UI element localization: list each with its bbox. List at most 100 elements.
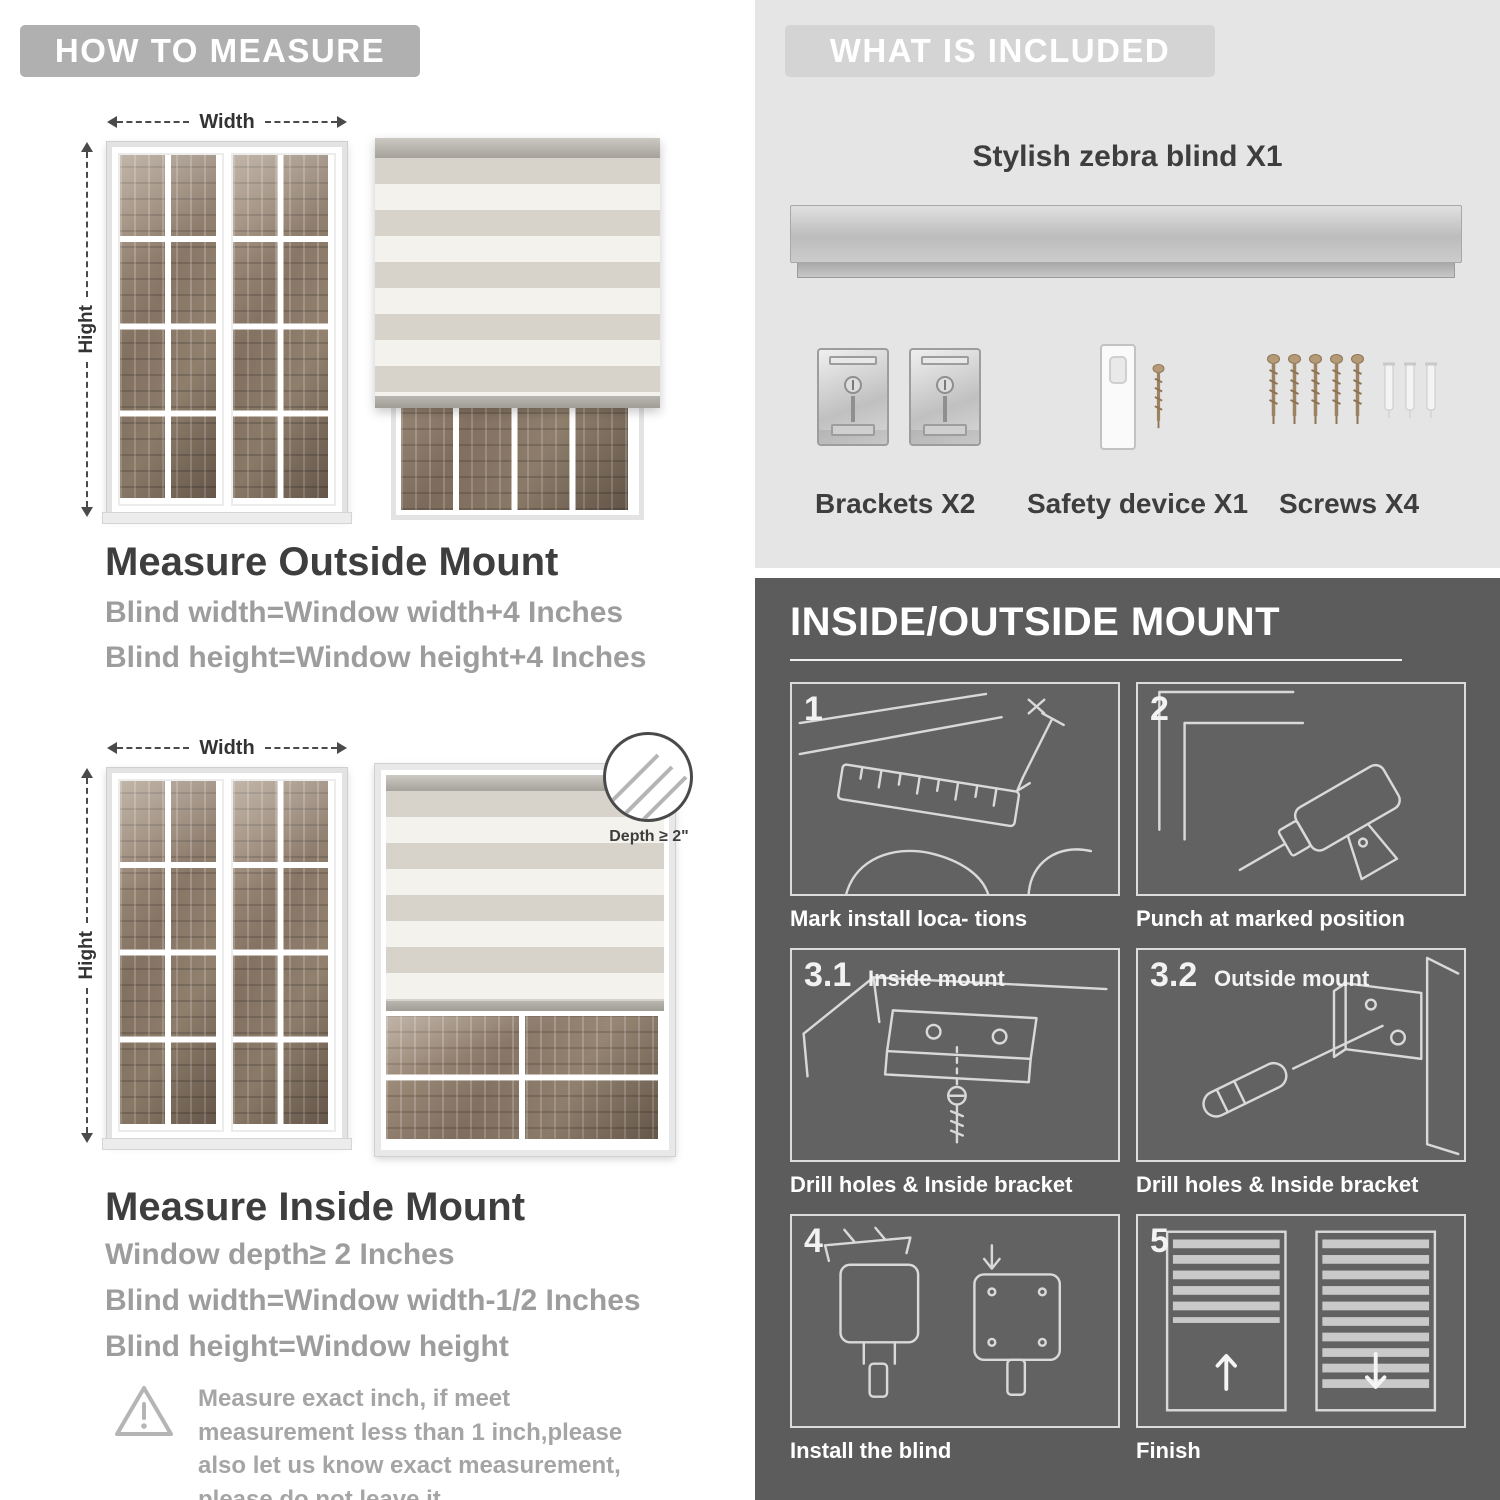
anchor-icon [1425,362,1437,418]
step-caption: Drill holes & Inside bracket [1136,1172,1419,1197]
depth-label: Depth ≥ 2" [609,828,689,845]
step-inner-label: Outside mount [1214,966,1370,991]
window-illustration [102,767,352,1150]
mount-instructions-section: INSIDE/OUTSIDE MOUNT [755,578,1500,1500]
warning-text: Measure exact inch, if meet measurement … [198,1385,623,1500]
step-caption: Mark install loca- tions [790,906,1028,931]
step-number: 4 [804,1222,823,1260]
blind-stripes [386,791,664,1001]
finish-illustration [1165,1230,1437,1412]
blind-stripes [375,158,660,396]
step-number: 5 [1150,1222,1169,1260]
warning-icon [115,1386,173,1436]
zebra-blind-headrail-illustration [790,205,1462,278]
dashed-line [117,121,190,123]
screw-icon [1330,354,1343,424]
height-label: Hight [76,305,97,354]
inside-bracket-illustration [802,976,1108,1144]
step-number: 3.2 [1150,956,1198,994]
inside-mount-rule-depth: Window depth≥ 2 Inches [105,1238,455,1271]
inside-mount-figure: Width Hight [75,718,693,1168]
arrowhead-left-icon [107,116,117,128]
step-number: 1 [804,690,823,728]
window-sash [118,779,224,1132]
screw-icon [1152,364,1165,429]
headrail-lip [797,263,1455,278]
anchor-icon [1404,362,1416,418]
width-label: Width [199,110,255,133]
mount-step-2: 2 Punch at marked position [1136,682,1466,932]
mount-step-1: 1 Mark install loca- tions [790,682,1120,932]
blind-headrail [386,775,664,791]
arrowhead-right-icon [337,742,348,754]
mount-steps-grid: 1 Mark install loca- tions [790,682,1466,1464]
arrowhead-left-icon [107,742,117,754]
what-is-included-banner: WHAT IS INCLUDED [785,25,1215,77]
bracket-icon [909,348,981,446]
step-caption: Install the blind [790,1438,952,1463]
step-number: 2 [1150,690,1169,728]
install-blind-illustration [823,1226,1061,1398]
blind-bottomrail [386,1001,664,1011]
mount-step-5: 5 Finish [1136,1214,1466,1464]
step-panel: 2 [1136,682,1466,896]
bracket-slot [831,424,875,436]
width-arrow-icon: Width [107,110,348,134]
brackets-label: Brackets X2 [815,488,976,519]
step-panel: 4 [790,1214,1120,1428]
window-frame [374,763,676,1157]
zebra-blind-illustration [375,138,660,408]
measure-warning: Measure exact inch, if meet measurement … [112,1382,660,1500]
window-sash [230,779,336,1132]
bracket-shaft [851,396,855,422]
width-arrow-icon: Width [107,736,348,760]
window-sash [118,153,224,506]
bracket-tab [921,356,969,365]
window-panes [386,1016,664,1145]
outside-mount-rule-width: Blind width=Window width+4 Inches [105,596,624,629]
mount-step-3-2: 3.2 Outside mount Drill holes & Inside b… [1136,948,1466,1198]
step-panel: 3.1 Inside mount [790,948,1120,1162]
arrowhead-down-icon [81,507,93,518]
arrowhead-right-icon [337,116,348,128]
height-label: Hight [76,931,97,980]
mark-locations-illustration [798,692,1093,894]
dashed-line [264,747,338,749]
corner-detail-lines [610,753,688,819]
zebra-blind-illustration [386,775,664,1011]
inside-mount-rule-height: Blind height=Window height [105,1330,509,1363]
dashed-line [264,121,338,123]
brackets-illustration [817,348,981,446]
width-label: Width [199,736,255,759]
bracket-tab [829,356,877,365]
bracket-slot [923,424,967,436]
step-number: 3.1 [804,956,852,994]
outside-bracket-illustration [1202,956,1460,1156]
headrail-cassette [790,205,1462,263]
mount-section-title: INSIDE/OUTSIDE MOUNT [790,600,1402,661]
safety-device-hole [1109,356,1127,384]
what-is-included-section: WHAT IS INCLUDED Stylish zebra blind X1 [755,0,1500,568]
step-panel: 1 [790,682,1120,896]
step-caption: Punch at marked position [1136,906,1405,931]
step-caption: Finish [1136,1438,1201,1463]
window-sash [230,153,336,506]
mount-step-3-1: 3.1 Inside mount Drill holes & Inside br… [790,948,1120,1198]
drill-illustration [1158,690,1401,881]
dashed-line [117,747,190,749]
step-inner-label: Inside mount [868,966,1005,991]
screw-icon [1267,354,1280,424]
mount-step-4: 4 Install the blind [790,1214,1120,1464]
wall-anchors [1382,354,1438,420]
safety-device-icon [1100,344,1136,450]
arrowhead-down-icon [81,1133,93,1144]
height-arrow-icon: Hight [75,142,99,518]
how-to-measure-banner: HOW TO MEASURE [20,25,420,77]
anchor-icon [1383,362,1395,418]
safety-device-label: Safety device X1 [1027,488,1249,519]
blind-bottomrail [375,396,660,408]
safety-device-illustration [1100,344,1165,450]
inside-blind-illustration: Depth ≥ 2" [374,732,693,1157]
dashed-line [86,361,88,508]
